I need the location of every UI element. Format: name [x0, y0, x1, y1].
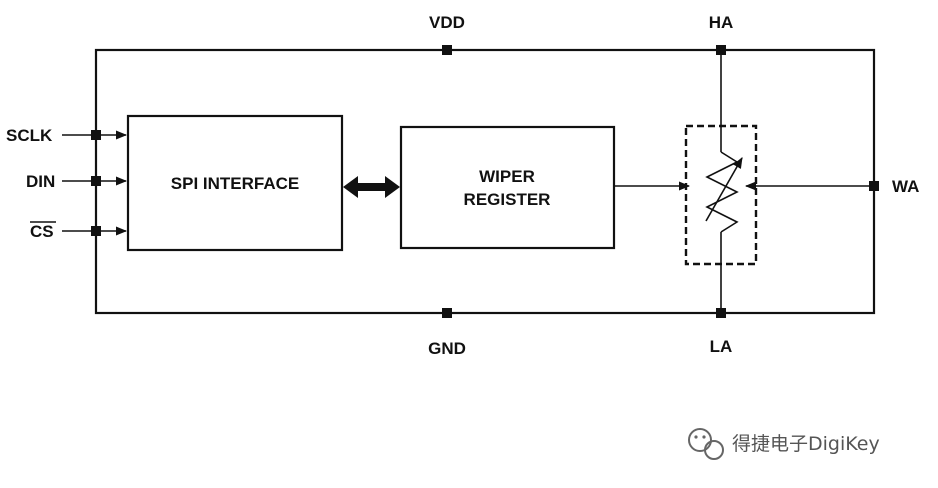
- wiper-register-label-line1: WIPER: [479, 167, 535, 186]
- wiper-register-block: [399, 125, 616, 250]
- din-label: DIN: [26, 172, 55, 191]
- spi-interface-block: [126, 114, 344, 252]
- vdd-pin-square: [442, 45, 452, 55]
- spi-interface-label: SPI INTERFACE: [171, 174, 299, 193]
- ha-pin-square: [716, 45, 726, 55]
- gnd-pin-square: [442, 308, 452, 318]
- gnd-label: GND: [428, 339, 466, 358]
- ha-label: HA: [709, 13, 734, 32]
- wa-pin-square: [869, 181, 879, 191]
- watermark: 得捷电子DigiKey: [688, 428, 880, 460]
- wiper-register-label-line2: REGISTER: [464, 190, 551, 209]
- sclk-label: SCLK: [6, 126, 53, 145]
- la-pin-square: [716, 308, 726, 318]
- wechat-channel-icon: [688, 428, 724, 460]
- watermark-text: 得捷电子DigiKey: [732, 433, 880, 455]
- bidirectional-bus-arrow: [343, 176, 400, 198]
- cs-label: CS: [30, 222, 54, 241]
- wa-label: WA: [892, 177, 919, 196]
- sclk-pin-square: [91, 130, 101, 140]
- vdd-label: VDD: [429, 13, 465, 32]
- wiper-diagonal-arrow: [705, 157, 743, 222]
- din-pin-square: [91, 176, 101, 186]
- cs-pin-square: [91, 226, 101, 236]
- la-label: LA: [710, 337, 733, 356]
